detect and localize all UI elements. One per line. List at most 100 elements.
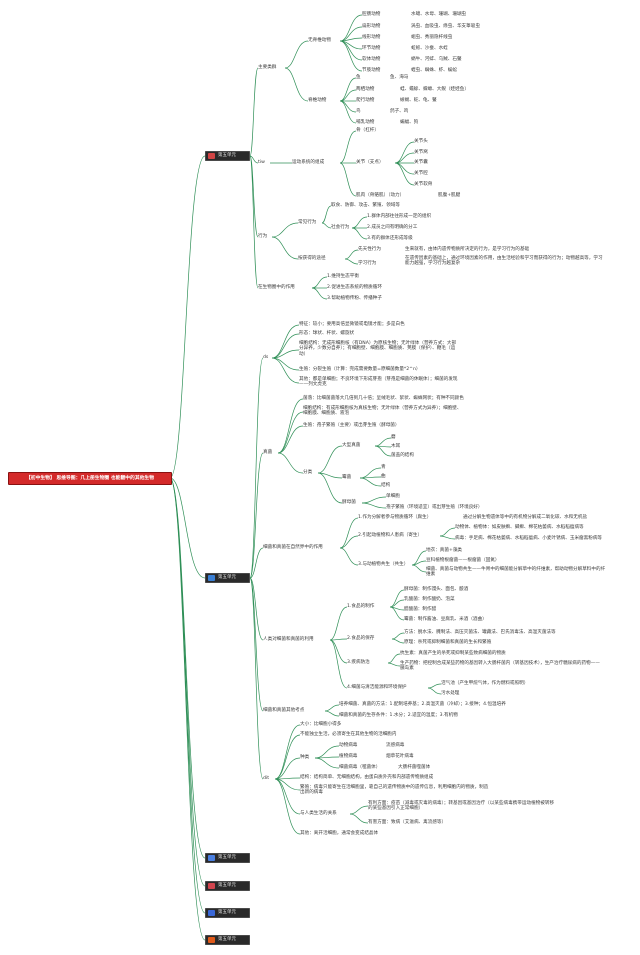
learned-desc: 在遗传因素的基础上，通过环境因素的作用，由生活经验和学习而获得的行为；动物越高等… [405,256,603,267]
role2-item: 2.引起动植物和人患病（寄生） [358,533,423,538]
branch-node-1[interactable]: 第五单元 [205,151,250,161]
kind-item: 植物病毒 [339,754,358,759]
ver-desc: 蜥蜴、蛇、龟、鳖 [400,98,437,103]
connector-line [361,496,387,504]
connector-line [339,40,363,72]
connector-line [339,162,357,197]
node-relation: 与人类生活的关系 [300,811,337,816]
joint-part: 关节头 [414,139,428,144]
mold-item: 曲 [381,474,386,479]
branch-node-6[interactable]: 第五单元 [205,935,250,945]
connector-line [284,67,309,102]
food-item: 乳酸菌：制作酸奶、泡菜 [404,597,455,602]
inv-desc: 蛔虫、秀丽隐杆线虫 [411,35,453,40]
node-classify[interactable]: 分类 [303,470,313,475]
role-item: 2.促进生态系统的物质循环 [327,285,382,290]
node-types[interactable]: 按获得的途径 [298,256,326,261]
social-item: 3.有的群体还形成等级 [367,236,413,241]
inv-item: 线形动物 [362,35,381,40]
food-item: 霉菌：制作酱油、豆腐乳、米酒（酒曲） [404,617,487,622]
connector-line [387,653,401,664]
inv-desc: 蚯蚓、沙蚕、水蛭 [411,46,448,51]
virus-item: 大小：比细胞小得多 [300,722,342,727]
node-fungi[interactable]: 真菌 [263,450,273,455]
relation-item: 有利方面：疫苗（减毒或灭毒的病毒）；转基因或基因治疗（以某些病毒携带运动植物被转… [368,801,555,812]
big-item: 蘑 [391,435,396,440]
connector-line [274,724,301,780]
connector-line [271,222,299,238]
node-big-fungi: 大型真菌 [342,443,361,448]
connector-line [339,535,359,549]
connector-line [339,14,363,42]
yeast-item: 单细胞 [386,494,400,499]
virus-other: 其他：离开活细胞，通常会变成结晶体 [300,831,379,836]
node-mold: 霉菌 [342,475,352,480]
node-role[interactable]: 在生物圈中的作用 [258,285,295,290]
fungi-repro: 生殖：孢子繁殖（主要）或出芽生殖（酵母菌） [303,423,400,428]
connector-line [271,324,300,359]
innate-list: 取食、防御、攻击、繁殖、领域等 [331,203,400,208]
node-yeast: 酵母菌 [342,500,356,505]
node-virus[interactable]: dit [263,776,269,781]
kind-desc: 大肠杆菌噬菌体 [398,765,431,770]
joint-part: 关节软骨 [414,182,433,187]
node-bacteria[interactable]: ds [263,355,269,360]
connector-line [249,67,259,157]
node-invertebrates[interactable]: 无脊椎动物 [308,38,331,43]
fungi-colony: 菌落：比细菌菌落大几倍到几十倍；呈绒毛状、絮状、蜘蛛网状；有种不同颜色 [303,396,464,401]
branch-node-5[interactable]: 第五单元 [205,908,250,918]
instinct-desc: 生来就有，由体内遗传物质所决定的行为，是学习行为的基础 [405,247,530,252]
inv-item: 扁形动物 [362,24,381,29]
inv-desc: 涡虫、血吸虫、绦虫、华支睾吸虫 [411,24,480,29]
node-use[interactable]: 人类对细菌和真菌的利用 [263,637,314,642]
connector-line [324,704,340,712]
connector-line [314,745,340,759]
node-behavior[interactable]: 行为 [258,234,268,239]
joint-part: 关节腔 [414,171,428,176]
role2-desc: 细菌、真菌与动物共生——牛胃中的细菌能分解草中的纤维素，帮助动物分解草料中的纤维… [426,567,606,578]
connector-line [169,477,206,887]
node-main-types[interactable]: 主要类群 [258,65,277,70]
node-role2[interactable]: 细菌和真菌在自然界中的作用 [263,545,323,550]
big-item: 菌盖的结构 [391,453,414,458]
virus-item: 不能独立生活，必须寄生在其他生物的活细胞内 [300,732,397,737]
branch-node-4[interactable]: 第五单元 [205,881,250,891]
connector-line [339,26,363,42]
role2-desc: 通过分解生物遗体等中的有机物分解成二氧化碳、水和无机盐 [463,515,588,520]
role2-desc: 病毒：手足病、棉花枯萎病、水稻稻瘟病、小麦叶锈病、玉米瘤黑粉病等 [455,536,603,541]
bacteria-structure: 细胞结构：无成形细胞核（有DNA）为原核生物；无叶绿体（营养方式：大部分异养，少… [299,341,457,357]
node-vertebrates[interactable]: 脊椎动物 [308,98,327,103]
muscle-parts: 肌腹+肌腱 [438,193,461,198]
joint-part: 关节窝 [414,150,428,155]
branch-node-2[interactable]: 第五单元 [205,573,250,583]
inv-item: 节肢动物 [362,68,381,73]
role-item: 3.帮助植物传粉、传播种子 [327,296,382,301]
node-motion[interactable]: tiw [258,160,265,165]
connector-line [317,472,343,479]
ver-desc: 鸽子、鸡 [390,109,409,114]
connector-line [344,249,359,260]
node-breed[interactable]: 细菌和真菌其他考点 [263,708,305,713]
connector-line [249,547,264,579]
big-item: 木耳 [391,444,401,449]
connector-line [427,687,442,695]
branch-node-3[interactable]: 第五单元 [205,853,250,863]
inv-desc: 蝗虫、蜘蛛、虾、蜈蚣 [411,68,457,73]
ver-desc: 蛙、蟾蜍、蝾螈、大鲵（娃娃鱼） [400,87,469,92]
node-innate[interactable]: 常见行为 [298,220,317,225]
node-joint: 关节（支点） [356,160,384,165]
keep-item: 方法：脱水法、腌制法、高压灭菌法、罐藏法、巴氏消毒法、高温灭菌法等 [404,630,556,635]
kind-desc: 流感病毒 [386,743,405,748]
star-icon [208,855,215,861]
cure-item: 抗生素：真菌产生的杀死或抑制某些致病细菌的物质 [400,651,506,656]
breed-item: 培养细菌、真菌的方法：1.配制培养基；2.高温灭菌（冷却）；3.接种；4.恒温培… [339,702,506,707]
connector-line [389,589,405,608]
inv-desc: 蜗牛、河蚌、乌贼、石鳖 [411,57,462,62]
connector-line [311,276,328,289]
connector-line [359,467,382,479]
microscope-icon [208,575,215,581]
node-motion-system[interactable]: 运动系统的组成 [292,160,325,165]
root-topic[interactable]: 【初中生物】 思维导图：几上册生物圈 也能翻中的其他生物 [8,472,172,485]
book-icon [208,883,215,889]
connector-line [169,477,206,579]
